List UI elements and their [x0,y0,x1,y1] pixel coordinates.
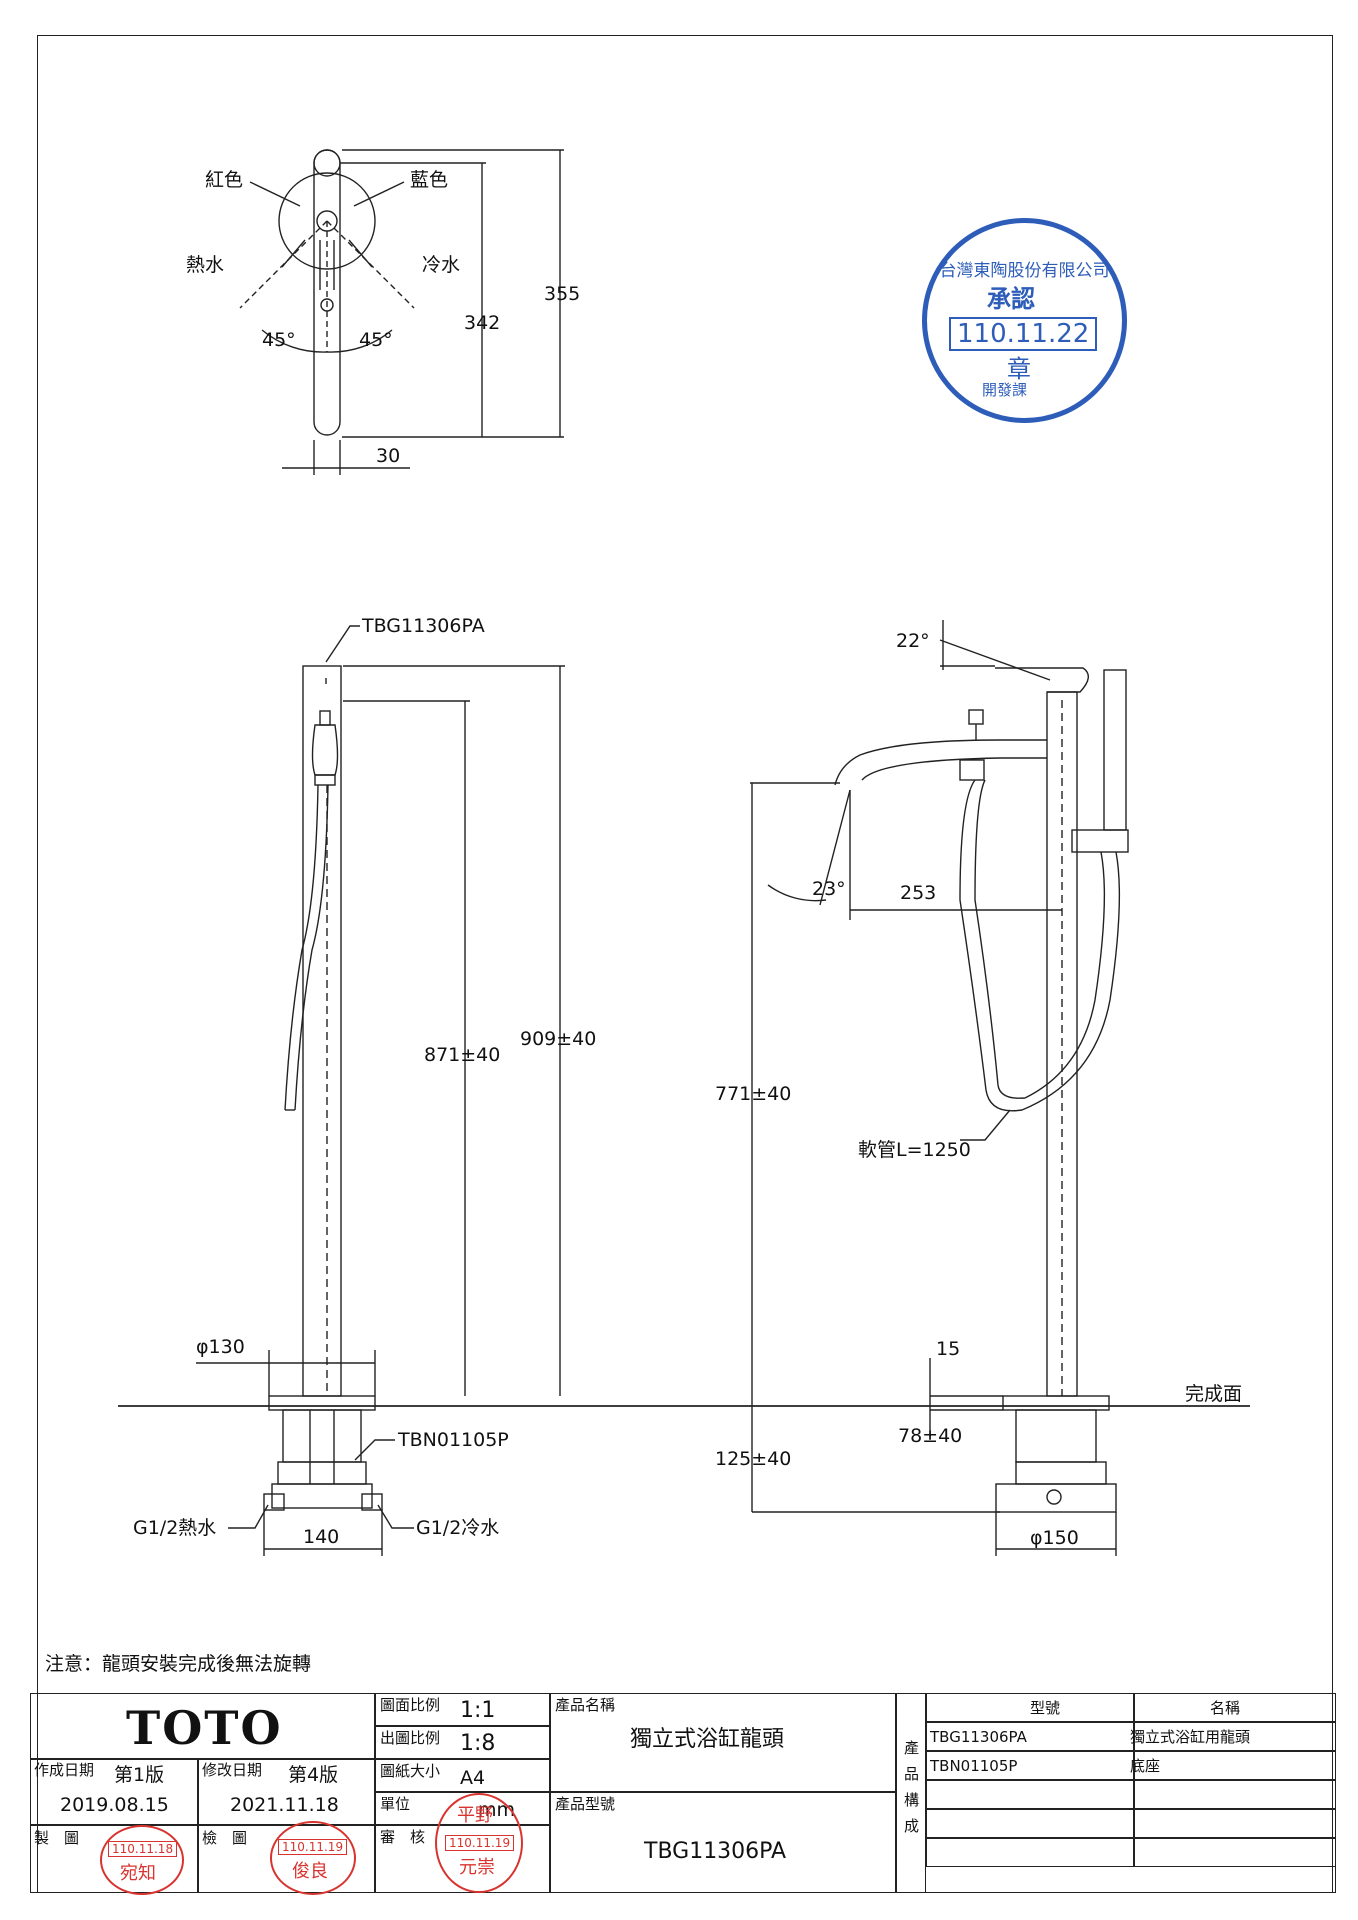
created-date: 2019.08.15 [60,1794,169,1816]
dim-125: 125±40 [715,1448,792,1470]
stamp-dept: 開發課 [982,381,1028,399]
unit-label: 單位 [380,1795,411,1813]
table-row-2-model: TBN01105P [930,1757,1018,1775]
checked-label: 檢 圖 [202,1829,248,1847]
table-cell [1134,1809,1336,1838]
front-view-dims [196,625,565,1556]
paper-value: A4 [460,1767,486,1789]
table-cell [1134,1838,1336,1867]
dim-dia150: φ150 [1030,1527,1079,1549]
blue-label: 藍色 [410,169,449,191]
composition-3: 構 [904,1791,920,1809]
table-cell [1134,1780,1336,1809]
stamp-chapter: 章 [1007,355,1031,383]
scale-label: 圖面比例 [380,1696,441,1714]
dim-342: 342 [464,312,501,334]
dim-15: 15 [936,1338,961,1360]
base-callout: TBN01105P [398,1429,509,1451]
table-cell [926,1809,1134,1838]
stamp-review-top: 平野 [457,1805,493,1826]
table-cell [1134,1722,1336,1751]
composition-1: 產 [904,1739,920,1757]
install-note: 注意：龍頭安裝完成後無法旋轉 [45,1653,312,1675]
dim-771: 771±40 [715,1083,792,1105]
table-row-1-name: 獨立式浴缸用龍頭 [1130,1728,1251,1746]
table-cell [926,1693,1134,1722]
created-label: 作成日期 [34,1761,95,1779]
side-view-dims [750,620,1117,1556]
dim-dia130: φ130 [196,1336,245,1358]
print-scale-label: 出圖比例 [380,1729,441,1747]
stamp-title: 承認 [987,285,1035,313]
table-cell [1134,1693,1336,1722]
angle-right-label: 45° [359,329,393,351]
stamp-drawn-date: 110.11.18 [108,1841,178,1857]
hot-water-label: 熱水 [186,254,225,276]
top-view-lever [239,149,415,436]
product-model-label: 產品型號 [555,1795,616,1813]
dim-909: 909±40 [520,1028,597,1050]
drawn-label: 製 圖 [34,1829,80,1847]
angle-22: 22° [896,630,930,652]
angle-left-label: 45° [262,329,296,351]
angle-23: 23° [812,878,846,900]
print-scale-value: 1:8 [460,1731,496,1756]
dim-253: 253 [900,882,937,904]
hose-length: 軟管L=1250 [858,1139,971,1161]
side-view-faucet [834,667,1129,1513]
table-header-name: 名稱 [1210,1699,1241,1717]
cold-water-label: 冷水 [422,254,461,276]
table-cell [926,1751,1134,1780]
product-model: TBG11306PA [644,1839,787,1864]
dim-355: 355 [544,283,581,305]
product-name-label: 產品名稱 [555,1696,616,1714]
stamp-review-name: 元崇 [459,1857,495,1878]
edition-1: 第1版 [114,1764,165,1786]
revised-label: 修改日期 [202,1761,263,1779]
cold-inlet-label: G1/2冷水 [416,1517,500,1539]
model-callout: TBG11306PA [362,615,485,637]
title-block: TOTO 作成日期 第1版 2019.08.15 修改日期 第4版 2021.1… [30,1693,1336,1895]
stamp-drawn-name: 宛知 [120,1863,156,1884]
stamp-company: 台灣東陶股份有限公司 [939,261,1110,281]
red-label: 紅色 [205,169,244,191]
dim-140: 140 [303,1526,340,1548]
table-cell [926,1780,1134,1809]
stamp-review: 平野 110.11.19 元崇 [435,1793,523,1893]
edition-4: 第4版 [288,1764,339,1786]
dim-30: 30 [376,445,401,467]
stamp-review-date: 110.11.19 [445,1835,515,1851]
review-label: 審 核 [380,1828,426,1846]
paper-label: 圖紙大小 [380,1762,441,1780]
stamp-checked: 110.11.19 俊良 [270,1821,356,1895]
table-header-model: 型號 [1030,1699,1061,1717]
table-cell [1134,1751,1336,1780]
composition-2: 品 [904,1765,920,1783]
stamp-date: 110.11.22 [949,317,1098,351]
toto-logo: TOTO [126,1701,283,1755]
product-name: 獨立式浴缸龍頭 [630,1727,785,1752]
table-cell [926,1838,1134,1867]
table-row-2-name: 底座 [1130,1757,1161,1775]
revised-date: 2021.11.18 [230,1794,339,1816]
stamp-drawn: 110.11.18 宛知 [100,1825,184,1895]
dim-78: 78±40 [898,1425,963,1447]
top-view-dims [282,149,564,475]
stamp-checked-date: 110.11.19 [278,1839,348,1855]
front-view-faucet [263,665,383,1511]
table-cell [926,1722,1134,1751]
composition-4: 成 [904,1817,920,1835]
table-row-1-model: TBG11306PA [930,1728,1027,1746]
scale-value: 1:1 [460,1698,496,1723]
finish-surface-label: 完成面 [1185,1383,1243,1405]
approval-stamp: 台灣東陶股份有限公司 承認 110.11.22 章 開發課 [922,218,1127,423]
hot-inlet-label: G1/2熱水 [133,1517,217,1539]
dim-871: 871±40 [424,1044,501,1066]
stamp-checked-name: 俊良 [292,1861,328,1882]
